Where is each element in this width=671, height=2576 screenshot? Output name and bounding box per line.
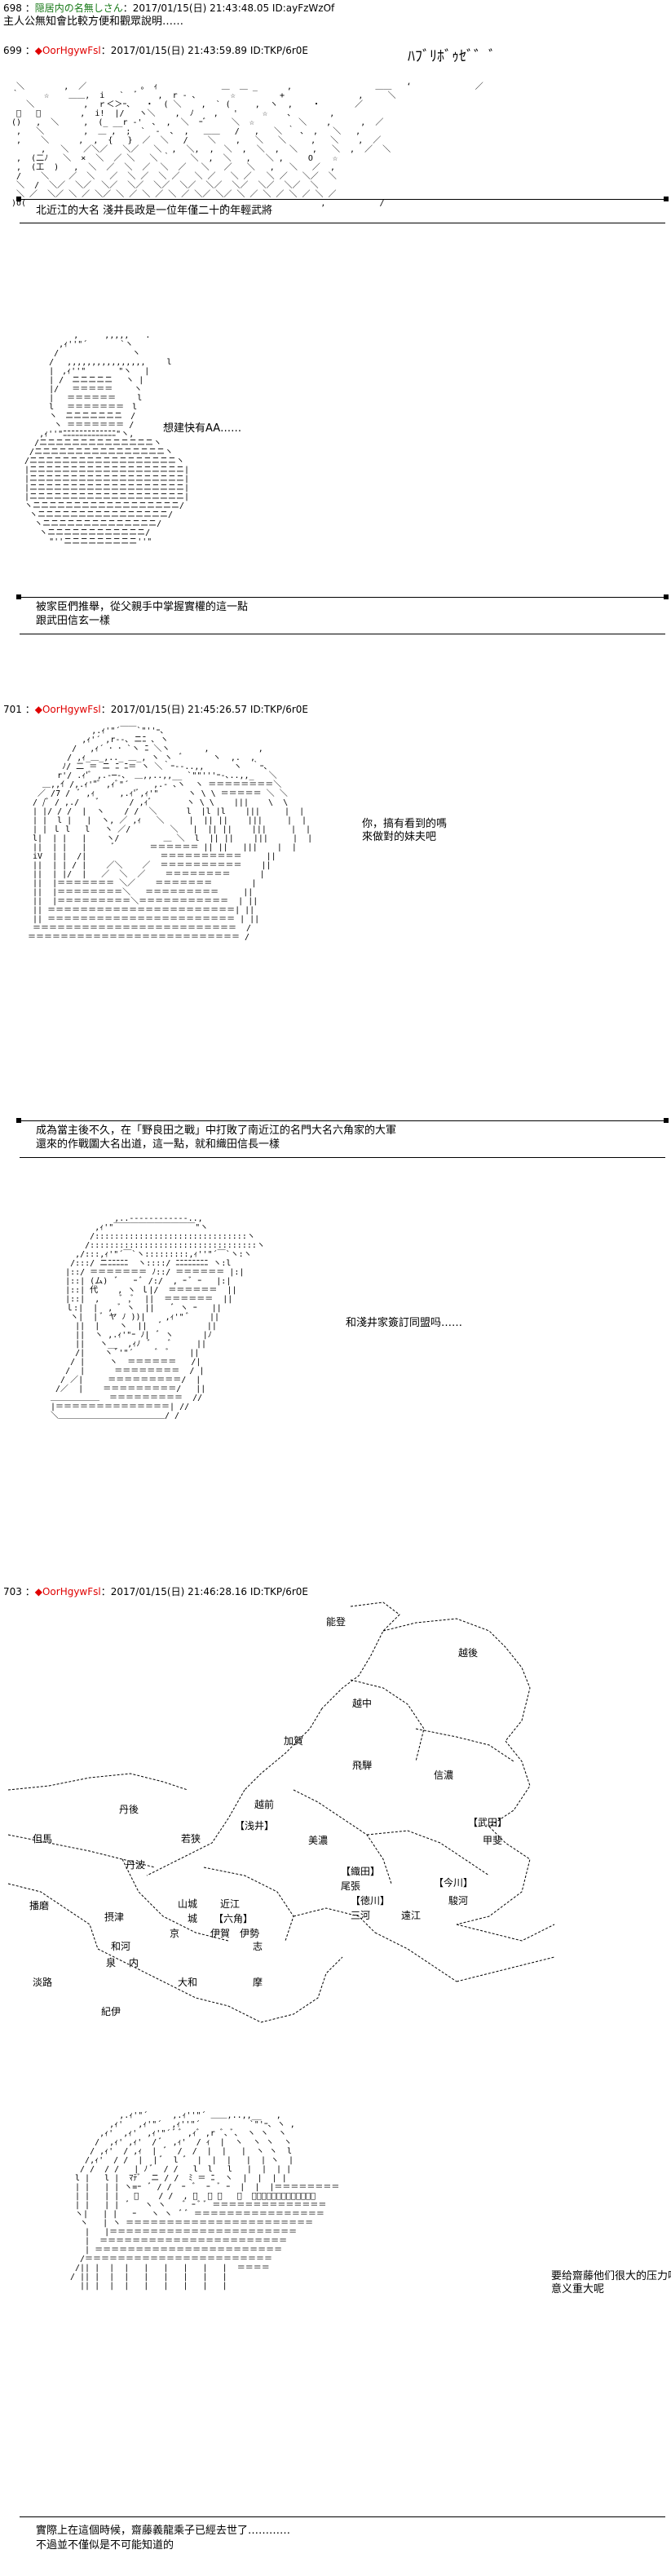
speech-bubble: 意义重大呢 (551, 2283, 605, 2295)
province-label: 丹波 (126, 1859, 146, 1871)
speech-bubble: 要给齋藤他们很大的压力吗 (551, 2270, 671, 2282)
map-outline (7, 1602, 555, 2023)
narration-text: 實際上在這個時候，齋藤義龍乘子已經去世了………… (36, 2525, 291, 2537)
post-number: 698 (3, 2, 22, 14)
ascii-art-sparkles: ＼ , ／ 。 ｨ ＿ ＿ _ , ＿＿ ‘ ／ ｀ ☆ ＿＿, i ` ﾞ ,… (11, 82, 483, 208)
province-label: 城 (188, 1913, 198, 1924)
province-label: 和河 (111, 1941, 131, 1952)
post-number: 699 (3, 45, 22, 56)
diamond-icon: ◆ (34, 704, 42, 715)
province-label: 内 (129, 1957, 139, 1968)
poster-name[interactable]: 隠居内の名無しさん (34, 2, 123, 14)
province-label: 摂津 (104, 1911, 125, 1923)
post-id[interactable]: ID:TKP/6r0E (249, 1586, 308, 1597)
ascii-art-standing-lord: ,..-‐‐‐‐‐‐‐‐‐‐-.., ,ｨ'"￣￣￣￣￣￣￣￣￣￣"ヽ /:::… (51, 1214, 265, 1421)
narration-text: 還來的作戰圖大名出道，這一點，就和織田信長一樣 (36, 1138, 280, 1151)
narration-box-3 (16, 1118, 669, 1158)
narration-divider (20, 2516, 665, 2517)
post-header-703: 703 ：◆OorHgywFsl：2017/01/15(日) 21:46:28.… (3, 1586, 308, 1597)
province-label: 播磨 (29, 1900, 50, 1911)
province-label: 三河 (351, 1910, 371, 1921)
post-date: 2017/01/15(日) 21:43:48.05 (132, 2, 270, 14)
post-date: 2017/01/15(日) 21:46:28.16 (110, 1586, 248, 1597)
post-header-698: 698 ：隠居内の名無しさん：2017/01/15(日) 21:43:48.05… (3, 2, 335, 14)
province-label: 泉 (106, 1957, 117, 1968)
post-number: 701 (3, 704, 22, 715)
narration-text: 跟武田信玄一樣 (36, 615, 111, 627)
post-id[interactable]: ID:TKP/6r0E (249, 45, 308, 56)
province-label: 山城 (178, 1898, 198, 1910)
province-label: 大和 (178, 1977, 198, 1988)
narration-box-2 (16, 594, 669, 634)
province-label: 【今川】 (434, 1877, 474, 1889)
narration-text: 北近江的大名 淺井長政是一位年僅二十的年輕武將 (36, 205, 273, 217)
post-id[interactable]: ID:TKP/6r0E (249, 704, 308, 715)
province-label: 遠江 (401, 1910, 422, 1921)
province-label: 紀伊 (101, 2006, 121, 2017)
province-label: 丹後 (119, 1804, 139, 1815)
sound-effect: ﾊﾌﾞﾘﾎﾞｩｾﾞ゛ﾞ (408, 48, 496, 65)
diamond-icon: ◆ (34, 45, 42, 56)
poster-name[interactable]: OorHgywFsl (42, 704, 101, 715)
diamond-icon: ◆ (34, 1586, 42, 1597)
province-label: 但馬 (33, 1833, 53, 1845)
province-label: 越後 (458, 1647, 479, 1659)
post-date: 2017/01/15(日) 21:45:26.57 (110, 704, 248, 715)
post-number: 703 (3, 1586, 22, 1597)
speech-bubble: 和淺井家簽訂同盟吗…… (346, 1317, 463, 1329)
province-label: 甲斐 (483, 1835, 503, 1846)
narration-text: 被家臣們推舉，從父親手中掌握實權的這一點 (36, 601, 249, 613)
post-id[interactable]: ID:ayFzWzOf (271, 2, 335, 14)
province-label: 志 (253, 1941, 263, 1952)
province-map: 能登 越後 越中 加賀 飛騨 信濃 越前 【武田】 甲斐 丹後 但馬 若狭 【浅… (0, 1598, 671, 2055)
province-label: 【武田】 (468, 1817, 508, 1828)
province-label: 摩 (253, 1977, 263, 1988)
province-label: 近江 (220, 1898, 241, 1910)
speech-bubble: 想建快有AA…… (163, 422, 242, 435)
narration-text: 成為當主後不久，在「野良田之戰」中打敗了南近江的名門大名六角家的大軍 (36, 1125, 397, 1137)
province-label: 京 (170, 1928, 180, 1939)
province-label: 加賀 (284, 1735, 304, 1747)
poster-name[interactable]: OorHgywFsl (42, 45, 101, 56)
province-label: 【六角】 (214, 1913, 254, 1924)
ascii-art-character-back: , ,,,,, . ,ｨ''"´ `ヽ / ヽ / ,,,,,,,,,,,,,,… (24, 331, 190, 546)
post-body: 主人公無知會比較方便和觀眾說明…… (3, 15, 184, 28)
province-label: 伊勢 (240, 1928, 260, 1939)
speech-bubble: 來做對的妹夫吧 (362, 831, 437, 843)
province-label: 【徳川】 (351, 1895, 391, 1907)
province-label: 【織田】 (341, 1866, 381, 1877)
province-label: 駿河 (448, 1895, 469, 1907)
province-label: 越中 (352, 1698, 373, 1709)
ascii-art-armored-figure: ,.ｨ'"´ ,.ｨ''"´ ＿＿,..,,__ , ,ｨ' ,ｨ'"´ ,ｨ'… (70, 2111, 340, 2291)
province-label: 伊賀 (210, 1928, 231, 1939)
province-label: 信濃 (434, 1770, 454, 1781)
province-label: 【浅井】 (235, 1820, 275, 1831)
ascii-art-kneeling-warrior: ,.ｨ'"´￣￣`"''ｰ､ ,ｨ'´ ,r‐‐､ ニﾆ ､ ヽ / ,ｨ´ ･… (28, 727, 313, 942)
province-label: 淡路 (33, 1977, 53, 1988)
province-label: 尾張 (341, 1880, 361, 1892)
narration-box-1 (16, 197, 669, 223)
speech-bubble: 你，搞有看到的嗎 (362, 818, 448, 830)
post-header-699: 699 ：◆OorHgywFsl：2017/01/15(日) 21:43:59.… (3, 45, 308, 56)
province-label: 飛騨 (352, 1760, 373, 1771)
narration-text: 不過並不僅似是不可能知道的 (36, 2539, 174, 2552)
province-label: 若狭 (181, 1833, 201, 1845)
post-header-701: 701 ：◆OorHgywFsl：2017/01/15(日) 21:45:26.… (3, 704, 308, 715)
province-label: 美濃 (308, 1835, 329, 1846)
province-label: 能登 (326, 1616, 347, 1628)
post-date: 2017/01/15(日) 21:43:59.89 (110, 45, 248, 56)
poster-name[interactable]: OorHgywFsl (42, 1586, 101, 1597)
province-label: 越前 (254, 1799, 275, 1810)
